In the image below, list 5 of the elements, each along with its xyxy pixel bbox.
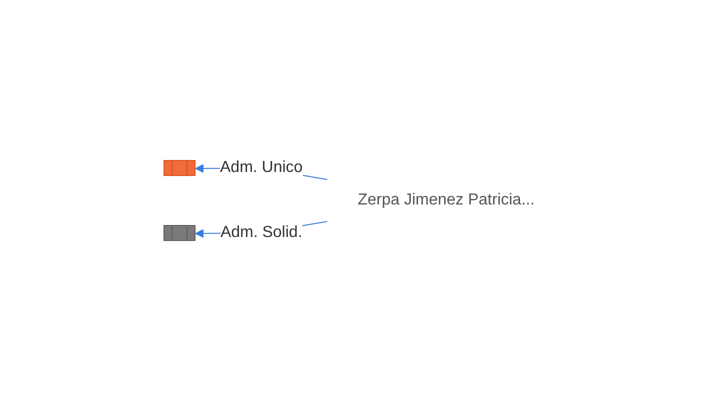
node-building: [163, 224, 196, 240]
node-building: [163, 160, 196, 176]
edge-label: Adm. Solid.: [220, 224, 302, 240]
node-text: Zerpa Jimenez Patricia...: [357, 191, 534, 208]
edge-label: Adm. Unico: [220, 158, 302, 176]
